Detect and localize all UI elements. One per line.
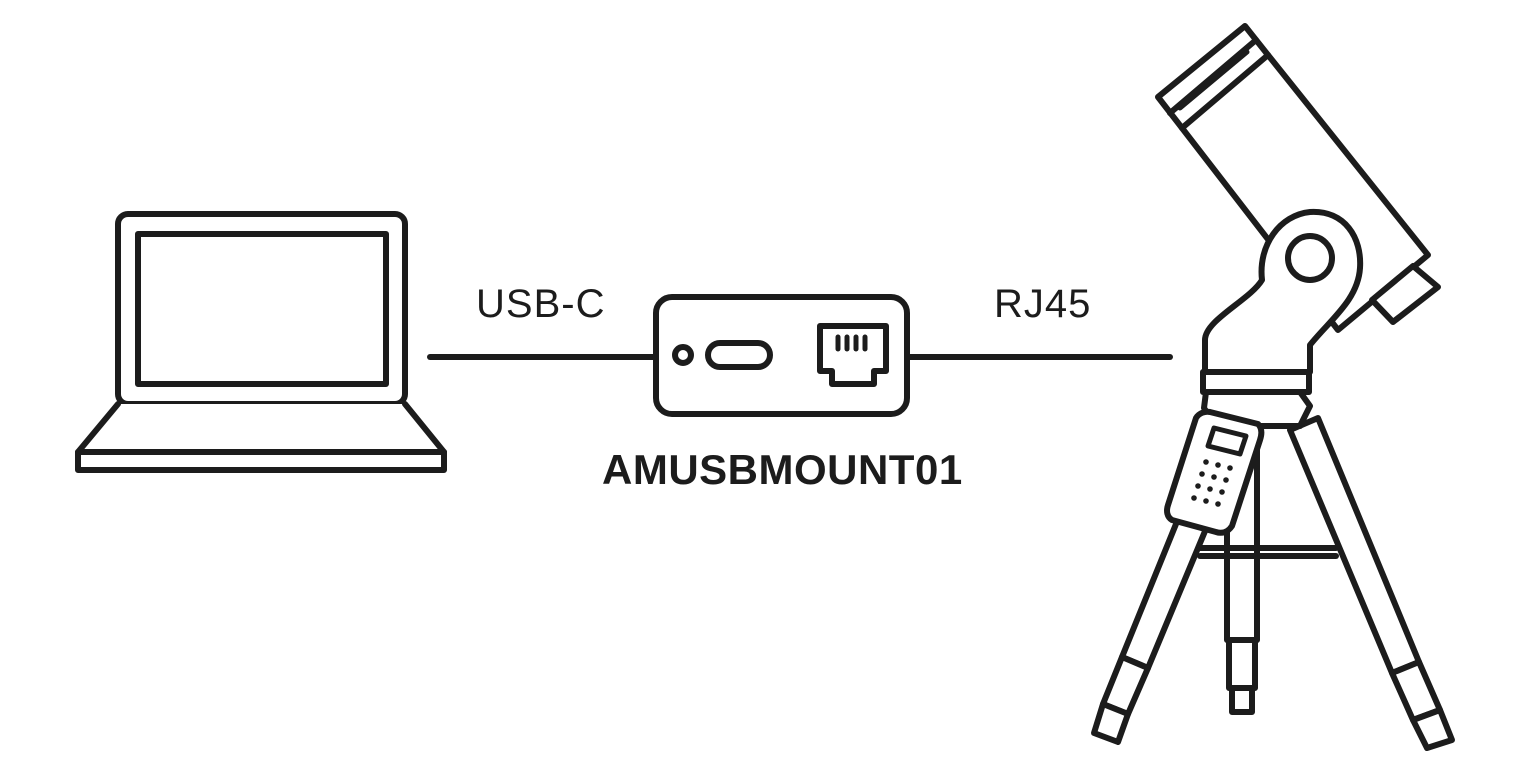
status-led-icon: [672, 344, 694, 366]
hand-controller-icon: [1164, 408, 1265, 536]
device-name-label: AMUSBMOUNT01: [602, 446, 963, 493]
usb-c-label: USB-C: [476, 282, 606, 326]
adapter-device: [653, 294, 910, 417]
rj45-port-icon: [817, 323, 889, 387]
fork-arm: [1202, 208, 1364, 375]
laptop-icon: [75, 211, 447, 473]
tripod-right-leg: [1287, 415, 1455, 751]
telescope-icon: [1091, 23, 1455, 751]
usb-c-port-icon: [705, 340, 773, 370]
rj45-label: RJ45: [994, 282, 1092, 326]
